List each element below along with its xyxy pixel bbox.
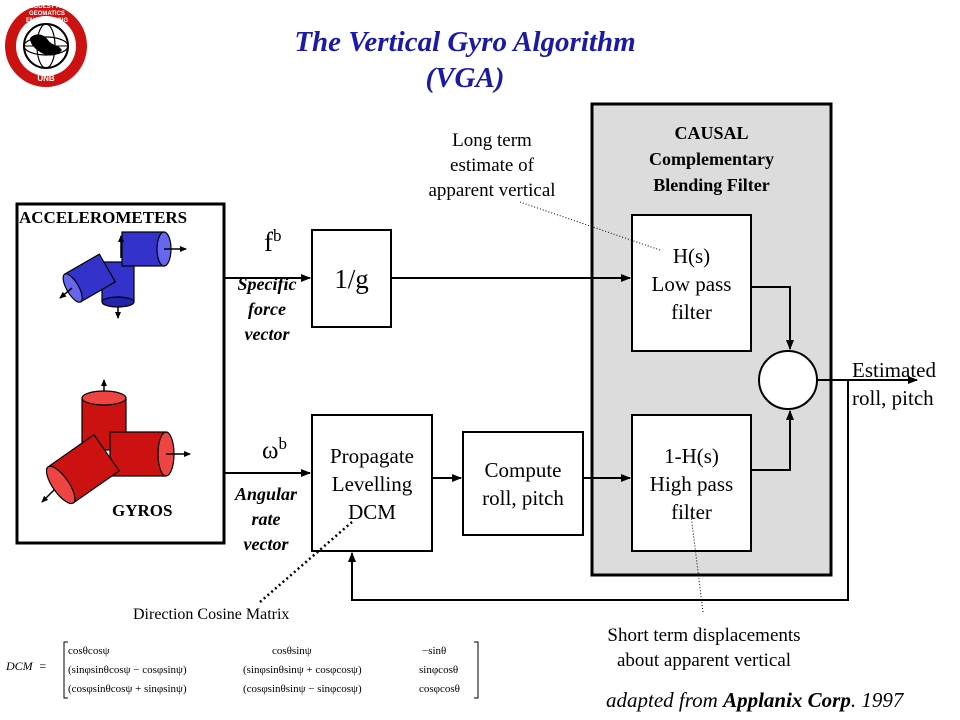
accelerometer-cylinders (59, 231, 187, 319)
dcm-r2c1: (cosφsinθsinψ − sinφcosψ) (243, 683, 362, 695)
propagate-label: Propagate Levelling DCM (330, 444, 414, 524)
gyros-label: GYROS (112, 501, 173, 520)
filter-title: CAUSAL Complementary Blending Filter (649, 123, 774, 195)
inv-g-block (311, 229, 392, 328)
short-term-pointer (690, 514, 704, 613)
page-title: The Vertical Gyro Algorithm (294, 26, 636, 58)
compute-label: Compute roll, pitch (482, 458, 564, 510)
dcm-matrix-label: DCM = (6, 659, 47, 673)
accelerometers-label: ACCELEROMETERS (19, 208, 188, 227)
dcm-r2c2: cosφcosθ (419, 683, 460, 695)
credit-line: adapted from Applanix Corp. 1997 (606, 688, 904, 712)
output-label: Estimated roll, pitch (852, 358, 936, 410)
gyro-cylinders (41, 379, 191, 505)
page-subtitle: (VGA) (425, 62, 505, 94)
summing-junction (758, 350, 818, 410)
high-pass-block (631, 414, 752, 552)
dcm-r1c2: sinφcosθ (419, 664, 459, 676)
propagate-block (311, 414, 433, 552)
high-pass-label: 1-H(s) High pass filter (649, 444, 734, 524)
dcm-r2c0: (cosφsinθcosψ + sinφsinψ) (68, 683, 187, 695)
short-term-note: Short term displacements about apparent … (607, 625, 801, 671)
low-pass-label: H(s) Low pass filter (651, 244, 732, 324)
long-term-note: Long term estimate of apparent vertical (428, 130, 556, 201)
specific-force-caption: Specific force vector (237, 274, 297, 344)
dcm-r0c1: cosθsinψ (272, 645, 312, 657)
dcm-pointer (259, 521, 353, 603)
compute-block (462, 431, 584, 536)
angular-rate-caption: Angular rate vector (234, 484, 298, 554)
dcm-r0c0: cosθcosψ (68, 645, 110, 657)
f-symbol: fb (264, 226, 282, 257)
logo-text: GEODESY AND GEOMATICS ENGINEERING (24, 4, 69, 24)
dcm-r1c1: (sinφsinθsinψ + cosφcosψ) (243, 664, 362, 676)
inv-g-label: 1/g (334, 264, 369, 294)
logo-unb: UNB (37, 74, 55, 83)
dcm-r0c2: −sinθ (422, 645, 447, 657)
long-term-pointer (519, 201, 661, 251)
dcm-r1c0: (sinφsinθcosψ − cosφsinψ) (68, 664, 187, 676)
dcm-note: Direction Cosine Matrix (133, 606, 290, 623)
omega-symbol: ωb (262, 434, 287, 465)
low-pass-block (631, 214, 752, 352)
unb-logo (5, 5, 87, 87)
